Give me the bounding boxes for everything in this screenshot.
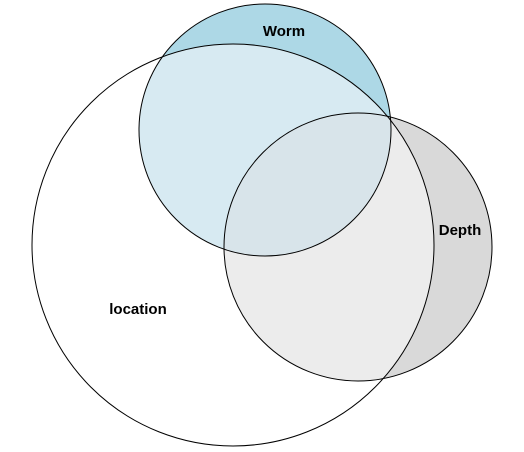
depth-set-outline xyxy=(223,112,493,382)
worm-label: Worm xyxy=(263,23,305,40)
depth-label: Depth xyxy=(439,222,482,239)
location-label: location xyxy=(109,301,167,318)
worm-set-outline xyxy=(138,3,392,257)
location-set-outline xyxy=(31,43,435,447)
